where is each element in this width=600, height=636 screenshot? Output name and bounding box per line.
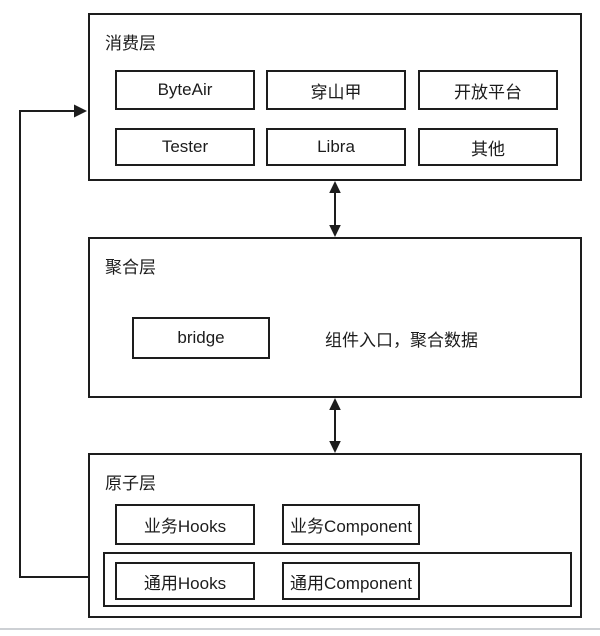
layer-consumer: 消费层 ByteAir 穿山甲 开放平台 Tester Libra 其他 [88, 13, 582, 181]
layer-aggregation-title: 聚合层 [105, 258, 156, 277]
node-byteair: ByteAir [115, 70, 255, 110]
aggregation-note: 组件入口，聚合数据 [325, 330, 478, 350]
node-common-hooks: 通用Hooks [115, 562, 255, 600]
node-business-component: 业务Component [282, 504, 420, 545]
node-chuanshanjia: 穿山甲 [266, 70, 406, 110]
layer-atomic: 原子层 业务Hooks 业务Component 通用Hooks 通用Compon… [88, 453, 582, 618]
node-other: 其他 [418, 128, 558, 166]
layer-atomic-title: 原子层 [105, 474, 156, 493]
common-group-box: 通用Hooks 通用Component [103, 552, 572, 607]
arrow-aggregation-atomic-icon [329, 398, 341, 453]
node-bridge: bridge [132, 317, 270, 359]
layer-consumer-title: 消费层 [105, 34, 156, 53]
layer-aggregation: 聚合层 bridge 组件入口，聚合数据 [88, 237, 582, 398]
node-open-platform: 开放平台 [418, 70, 558, 110]
node-libra: Libra [266, 128, 406, 166]
node-common-component: 通用Component [282, 562, 420, 600]
bottom-divider [0, 628, 600, 630]
node-tester: Tester [115, 128, 255, 166]
node-business-hooks: 业务Hooks [115, 504, 255, 545]
arrow-consumer-aggregation-icon [329, 181, 341, 237]
